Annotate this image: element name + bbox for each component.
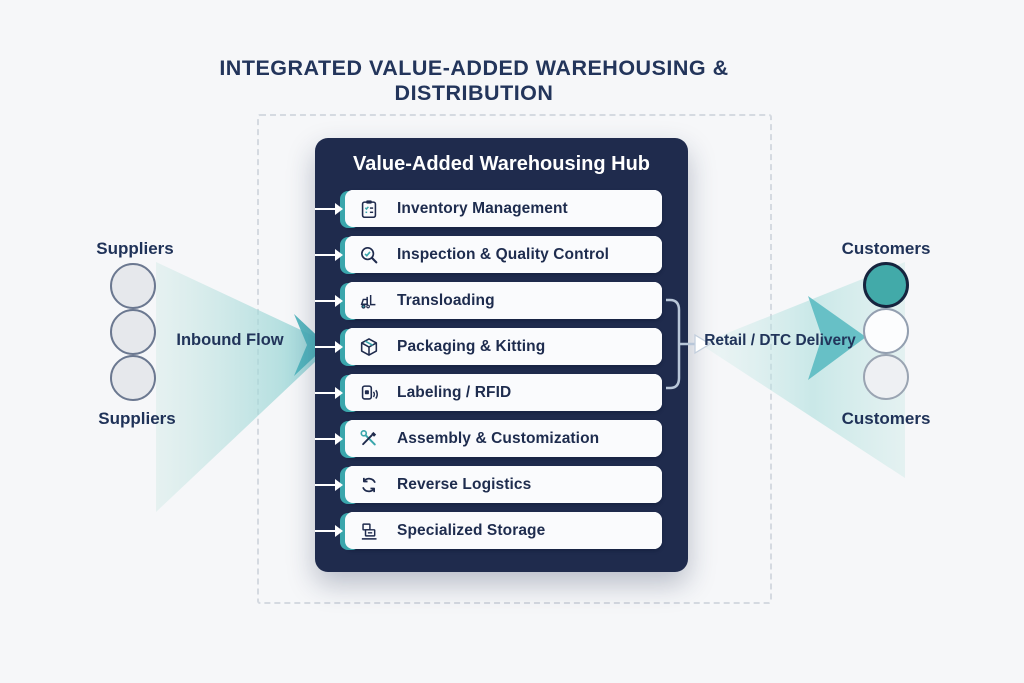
hub-service-row: Assembly & Customization [315, 420, 662, 458]
supplier-node [110, 355, 156, 401]
customer-node [863, 354, 909, 400]
outbound-flow-arrow [700, 262, 905, 478]
supplier-node [110, 263, 156, 309]
clipboard-checklist-icon [358, 198, 380, 220]
customers-label-top: Customers [841, 239, 931, 258]
page-title: INTEGRATED VALUE-ADDED WAREHOUSING & DIS… [219, 56, 729, 105]
supplier-node [110, 309, 156, 355]
hub-title: Value-Added Warehousing Hub [352, 153, 651, 175]
hub-service-row: Transloading [315, 282, 662, 320]
hub-service-label: Specialized Storage [397, 521, 546, 539]
arrow-right-icon [315, 294, 343, 307]
outbound-flow-label: Retail / DTC Delivery [704, 332, 856, 349]
supplier-nodes [110, 263, 156, 401]
hub-service-label: Inventory Management [397, 199, 568, 217]
warehousing-hub: Value-Added Warehousing Hub Inventory Ma… [315, 138, 688, 572]
hub-service-row: Packaging & Kitting [315, 328, 662, 366]
hub-service-label: Reverse Logistics [397, 475, 532, 493]
arrow-right-icon [315, 478, 343, 491]
hub-service-label: Labeling / RFID [397, 383, 512, 401]
hub-service-row: Specialized Storage [315, 512, 662, 550]
hub-service-list: Inventory Management Inspection & Qualit… [315, 190, 662, 550]
suppliers-label-top: Suppliers [96, 239, 174, 258]
hub-service-label: Assembly & Customization [397, 429, 600, 447]
hub-service-row: Inspection & Quality Control [315, 236, 662, 274]
customer-nodes [863, 262, 909, 400]
hub-service-label: Packaging & Kitting [397, 337, 546, 355]
hub-service-row: Reverse Logistics [315, 466, 662, 504]
storage-rack-icon [358, 520, 380, 542]
customer-node [863, 308, 909, 354]
arrow-right-icon [315, 524, 343, 537]
suppliers-label-bottom: Suppliers [98, 409, 176, 428]
customers-label-bottom: Customers [841, 409, 931, 428]
inbound-flow-label: Inbound Flow [176, 331, 284, 349]
hub-service-row: Inventory Management [315, 190, 662, 228]
inbound-flow-arrow [156, 262, 333, 512]
tools-icon [358, 428, 380, 450]
arrow-right-icon [694, 333, 712, 355]
arrow-right-icon [315, 432, 343, 445]
outbound-bracket [666, 298, 712, 390]
arrow-right-icon [315, 340, 343, 353]
package-icon [358, 336, 380, 358]
reverse-arrows-icon [358, 474, 380, 496]
arrow-right-icon [315, 386, 343, 399]
search-check-icon [358, 244, 380, 266]
forklift-icon [358, 290, 380, 312]
hub-service-label: Transloading [397, 291, 495, 309]
rfid-tag-icon [358, 382, 380, 404]
arrow-right-icon [315, 248, 343, 261]
customer-node-active [863, 262, 909, 308]
arrow-right-icon [315, 202, 343, 215]
hub-service-row: Labeling / RFID [315, 374, 662, 412]
hub-service-label: Inspection & Quality Control [397, 245, 610, 263]
